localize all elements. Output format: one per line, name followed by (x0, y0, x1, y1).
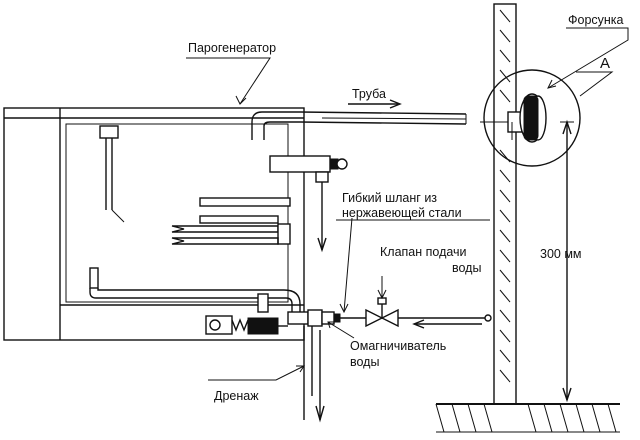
internal-water-pipe (89, 267, 301, 318)
hose-label-line1: Гибкий шланг из (342, 191, 437, 205)
pipe-label: Труба (352, 87, 386, 101)
wall (493, 3, 517, 405)
height-dimension (560, 119, 574, 403)
water-inlet-valve (365, 297, 399, 328)
steam-pipe (299, 111, 512, 125)
floor (435, 403, 620, 433)
magnetizer-label-line2: воды (350, 355, 379, 369)
drain-pipe (303, 326, 325, 423)
nozzle-detail-circle (483, 69, 581, 167)
hose-label-line2: нержавеющей стали (342, 206, 462, 220)
water-level-gauge (99, 125, 125, 223)
pressure-switch-block (269, 155, 348, 253)
valve-label-line1: Клапан подачи (380, 245, 467, 259)
nozzle-label: Форсунка (568, 13, 624, 27)
solenoid-valve (205, 315, 288, 335)
water-supply-line (340, 314, 492, 329)
steam-generator-label: Парогенератор (188, 41, 276, 55)
valve-label-line2: воды (452, 261, 481, 275)
magnetizer-label-line1: Омагничиватель (350, 339, 446, 353)
height-label: 300 мм (540, 247, 582, 261)
drain-label: Дренаж (214, 389, 259, 403)
heating-elements (171, 197, 291, 245)
leader-lines (186, 27, 629, 381)
steam-outlet-elbow (251, 111, 300, 140)
water-magnetizer (287, 309, 341, 327)
detail-a-label: А (600, 55, 610, 72)
